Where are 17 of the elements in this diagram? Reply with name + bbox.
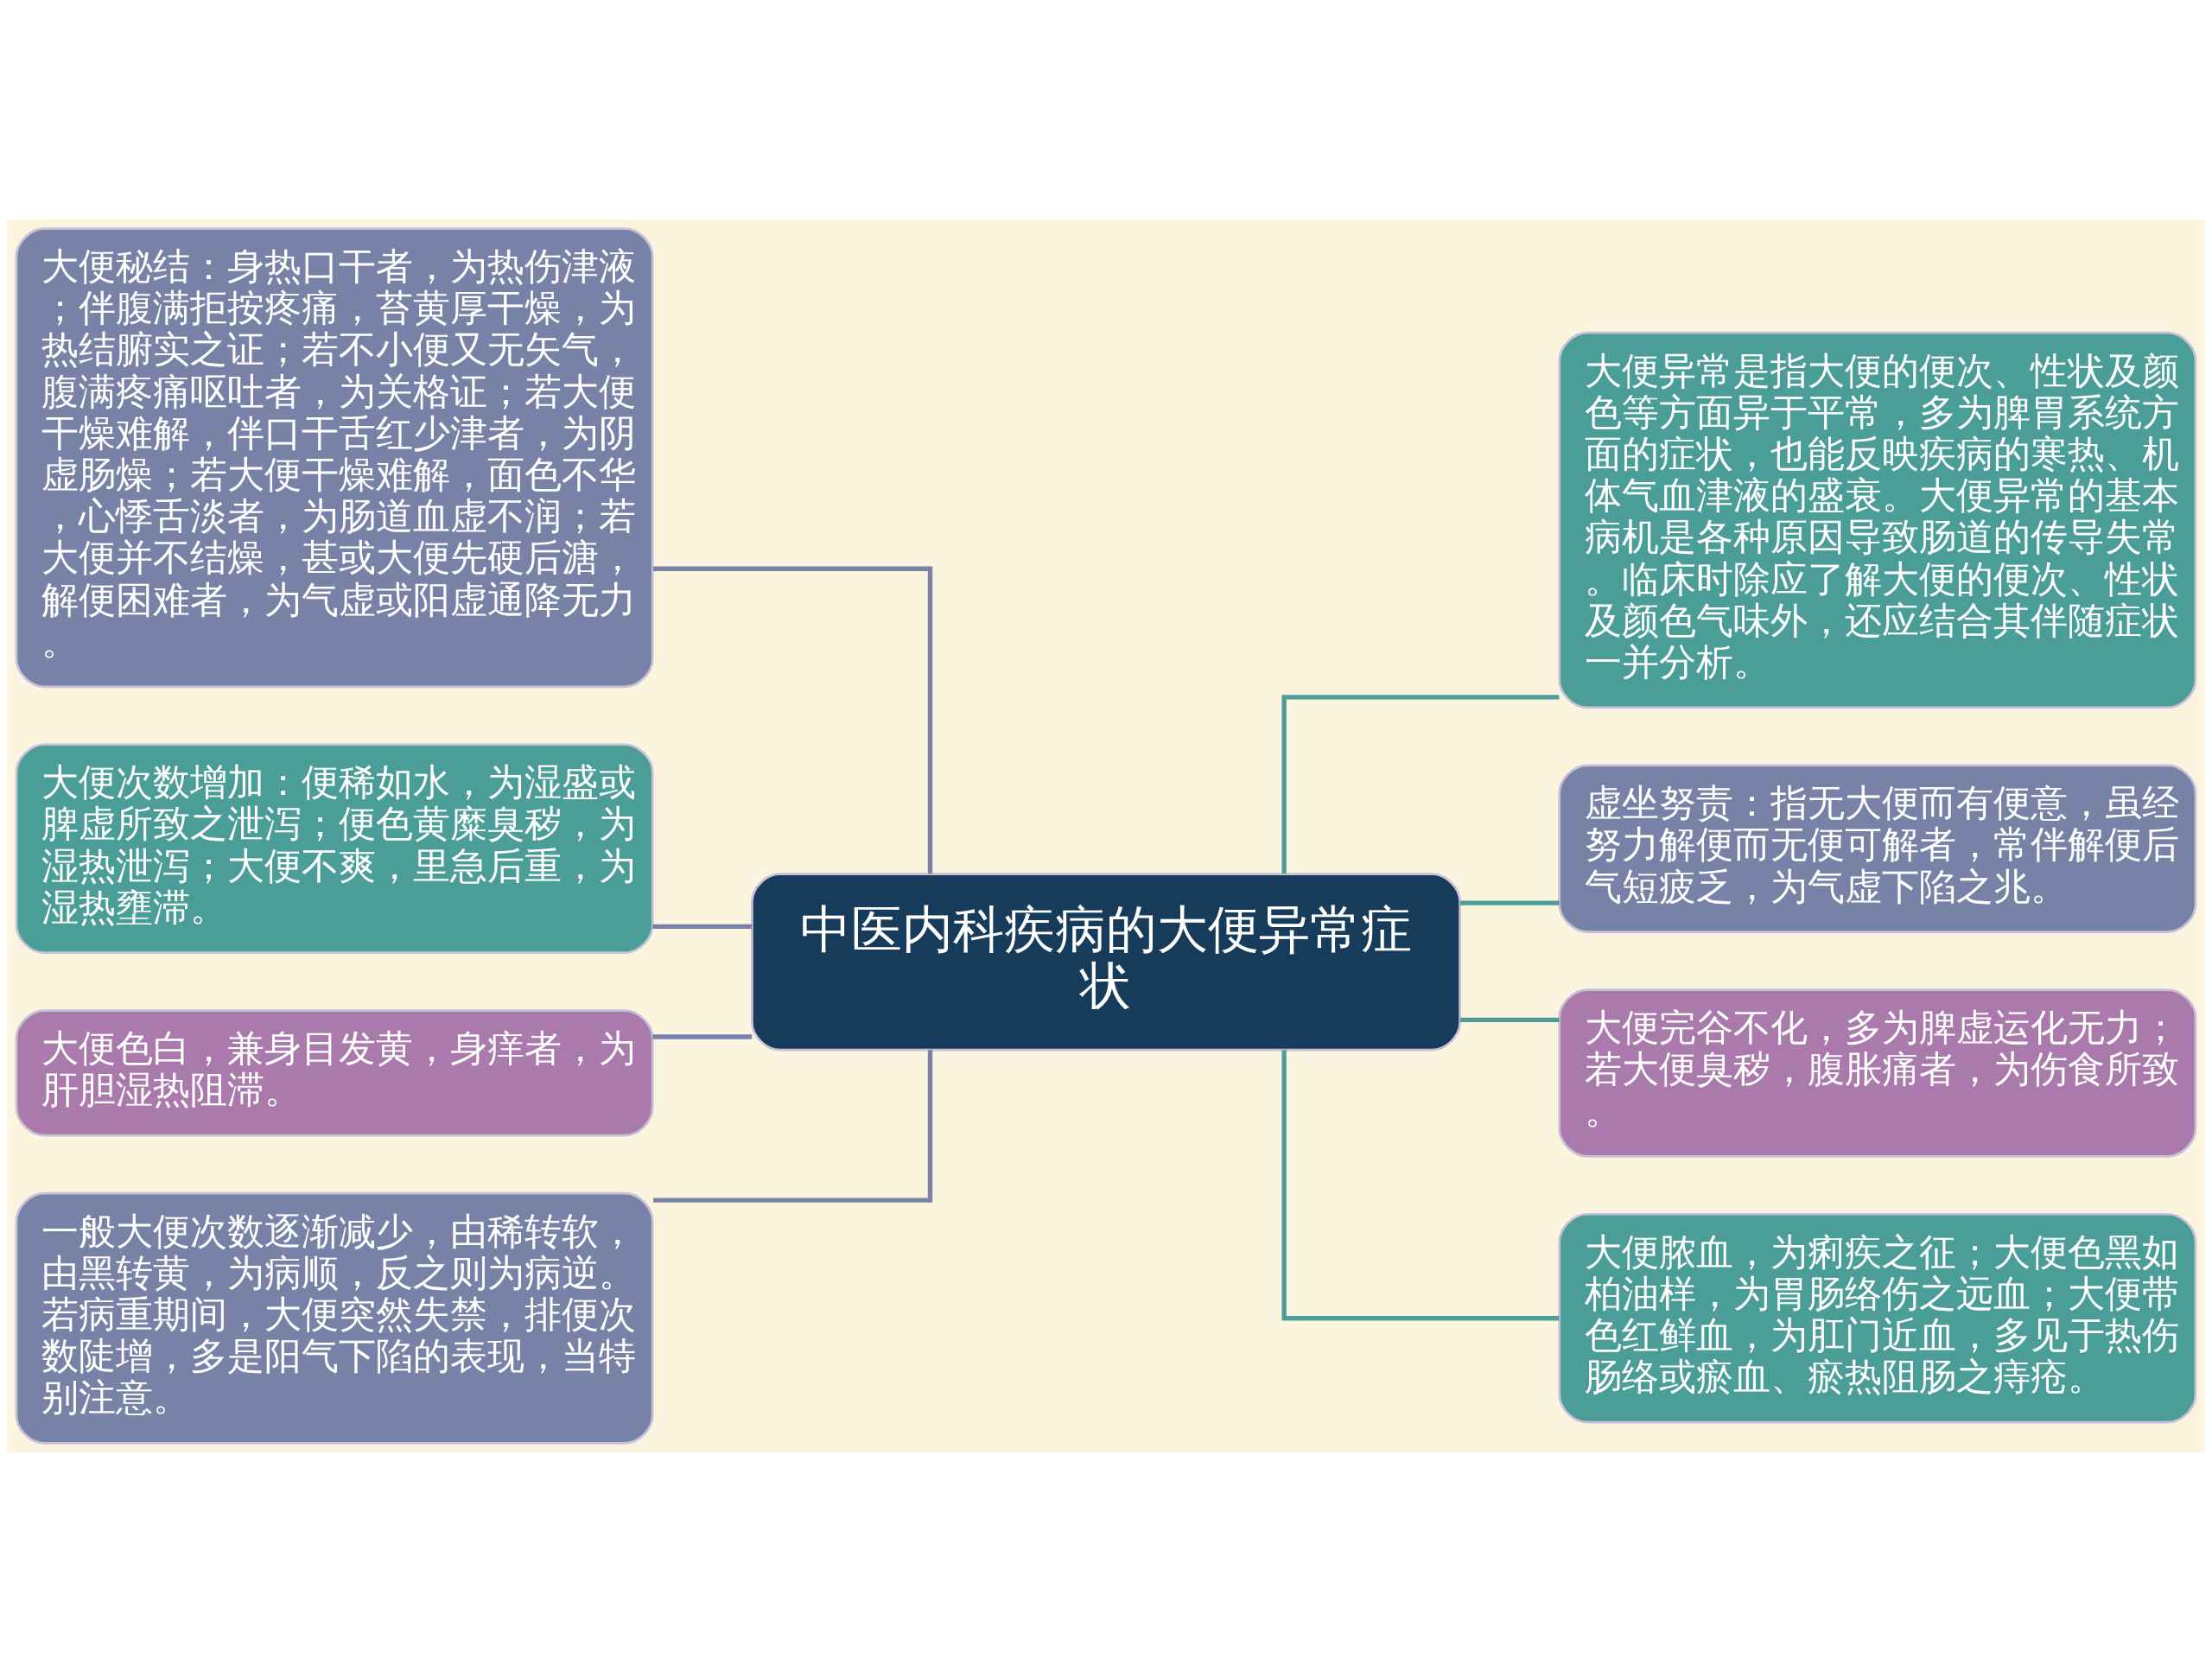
connector bbox=[1459, 899, 1560, 905]
connector bbox=[652, 1033, 753, 1039]
node-box: 大便色白，兼身目发黄，身痒者，为肝胆湿热阻滞。 bbox=[15, 1008, 654, 1137]
node-box: 一般大便次数逐渐减少，由稀转软，由黑转黄，为病顺，反之则为病逆。若病重期间，大便突然失禁，排便次数陡增，多是阳气下陷的表现，当特别注意。 bbox=[15, 1191, 654, 1445]
node-box: 大便秘结：身热口干者，为热伤津液；伴腹满拒按疼痛，苔黄厚干燥，为热结腑实之证；若不小便又无矢气，腹满疼痛呕吐者，为关格证；若大便干燥难解，伴口干舌红少津者，为阴虚肠燥；若大便干燥难解，面色不华，心悸舌淡者，为肠道血虚不润；若大便并不结燥，甚或大便先硬后溏，解便困难者，为气虚或阳虚通降无力。 bbox=[15, 226, 654, 688]
node-box: 大便脓血，为痢疾之征；大便色黑如柏油样，为胃肠络伤之远血；大便带色红鲜血，为肛门近血，多见于热伤肠络或瘀血、瘀热阻肠之痔疮。 bbox=[1558, 1212, 2197, 1424]
node-box: 虚坐努责：指无大便而有便意，虽经努力解便而无便可解者，常伴解便后气短疲乏，为气虚下陷之兆。 bbox=[1558, 764, 2197, 933]
connector bbox=[652, 924, 753, 929]
connector bbox=[653, 566, 933, 874]
connector bbox=[653, 1049, 933, 1203]
connector bbox=[1459, 1017, 1560, 1022]
node-box: 大便完谷不化，多为脾虚运化无力；若大便臭秽，腹胀痛者，为伤食所致。 bbox=[1558, 988, 2197, 1158]
node-box: 大便异常是指大便的便次、性状及颜色等方面异于平常，多为脾胃系统方面的症状，也能反映疾病的寒热、机体气血津液的盛衰。大便异常的基本病机是各种原因导致肠道的传导失常。临床时除应了解大便的便次、性状及颜色气味外，还应结合其伴随症状一并分析。 bbox=[1558, 331, 2197, 708]
node-box: 大便次数增加：便稀如水，为湿盛或脾虚所致之泄泻；便色黄糜臭秽，为湿热泄泻；大便不爽，里急后重，为湿热壅滞。 bbox=[15, 742, 654, 954]
connector bbox=[1281, 694, 1560, 874]
node-box: 中医内科疾病的大便异常症状 bbox=[751, 872, 1461, 1051]
connector bbox=[1281, 1049, 1560, 1320]
